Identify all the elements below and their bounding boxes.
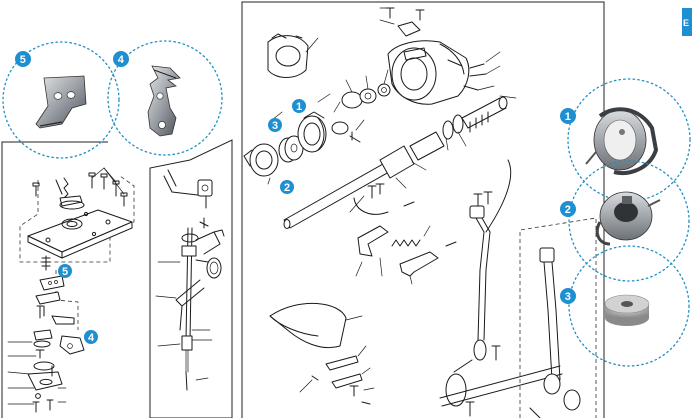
diagram-marker-2-number: 2 [284,182,290,194]
edge-tab: E [682,8,692,36]
bobbin-drawing [278,135,304,163]
fixed-blade-part [39,275,65,291]
rotary-hook-photo [585,107,659,175]
callout-circle-bobbin [568,245,690,367]
diagram-marker-1: 1 [292,99,306,113]
diagram-marker-3-number: 3 [272,120,278,132]
diagram-marker-4: 4 [84,330,98,344]
callout-badge-5: 5 [15,51,31,67]
right-vertical-rod [519,217,597,418]
callout-badge-1: 1 [560,108,576,124]
hook-shaft [283,95,517,229]
rotary-hook-drawing [297,111,327,153]
callout-badge-2-number: 2 [565,204,571,216]
callout-badge-3-number: 3 [565,291,571,303]
diagram-marker-2: 2 [280,180,294,194]
callout-circle-rotary-hook [567,78,691,202]
fixed-blade-photo [35,75,87,129]
hook-housing-assembly [267,7,501,109]
callout-badge-4: 4 [113,51,129,67]
bobbin-case-photo [595,191,661,246]
callout-circle-bobbin-case [568,160,690,282]
bottom-small-parts [299,345,375,405]
callout-badge-4-number: 4 [118,54,125,66]
thread-trimmer-rod [439,159,563,417]
bobbin-case-group [243,93,365,185]
left-leader-lines [7,341,67,405]
bobbin-photo [604,294,650,326]
edge-tab-label: E [683,18,689,28]
throat-plate-assembly [7,167,135,413]
left-panel-frame [1,139,233,418]
diagram-marker-5: 5 [58,264,72,278]
oil-reservoir-tray [269,302,363,348]
needle-bar-linkage [155,169,225,391]
diagram-marker-3: 3 [268,118,282,132]
hook-cover-ring [267,33,319,78]
callout-badge-1-number: 1 [565,111,571,123]
movable-knife-part [51,315,85,355]
callout-badge-3: 3 [560,288,576,304]
diagram-marker-1-number: 1 [296,101,302,113]
bobbin-case-drawing [243,143,279,177]
callout-badge-5-number: 5 [20,54,26,66]
callout-circle-fixed-blade [2,41,120,159]
diagram-marker-5-number: 5 [62,266,68,278]
plate-screws [32,167,128,207]
throat-plate [27,209,133,259]
lever-spring-parts [355,225,457,285]
callout-circle-movable-knife [107,40,223,156]
callout-badge-2: 2 [560,201,576,217]
center-small-screws [349,183,415,215]
movable-knife-photo [147,65,181,137]
diagram-marker-4-number: 4 [88,332,95,344]
